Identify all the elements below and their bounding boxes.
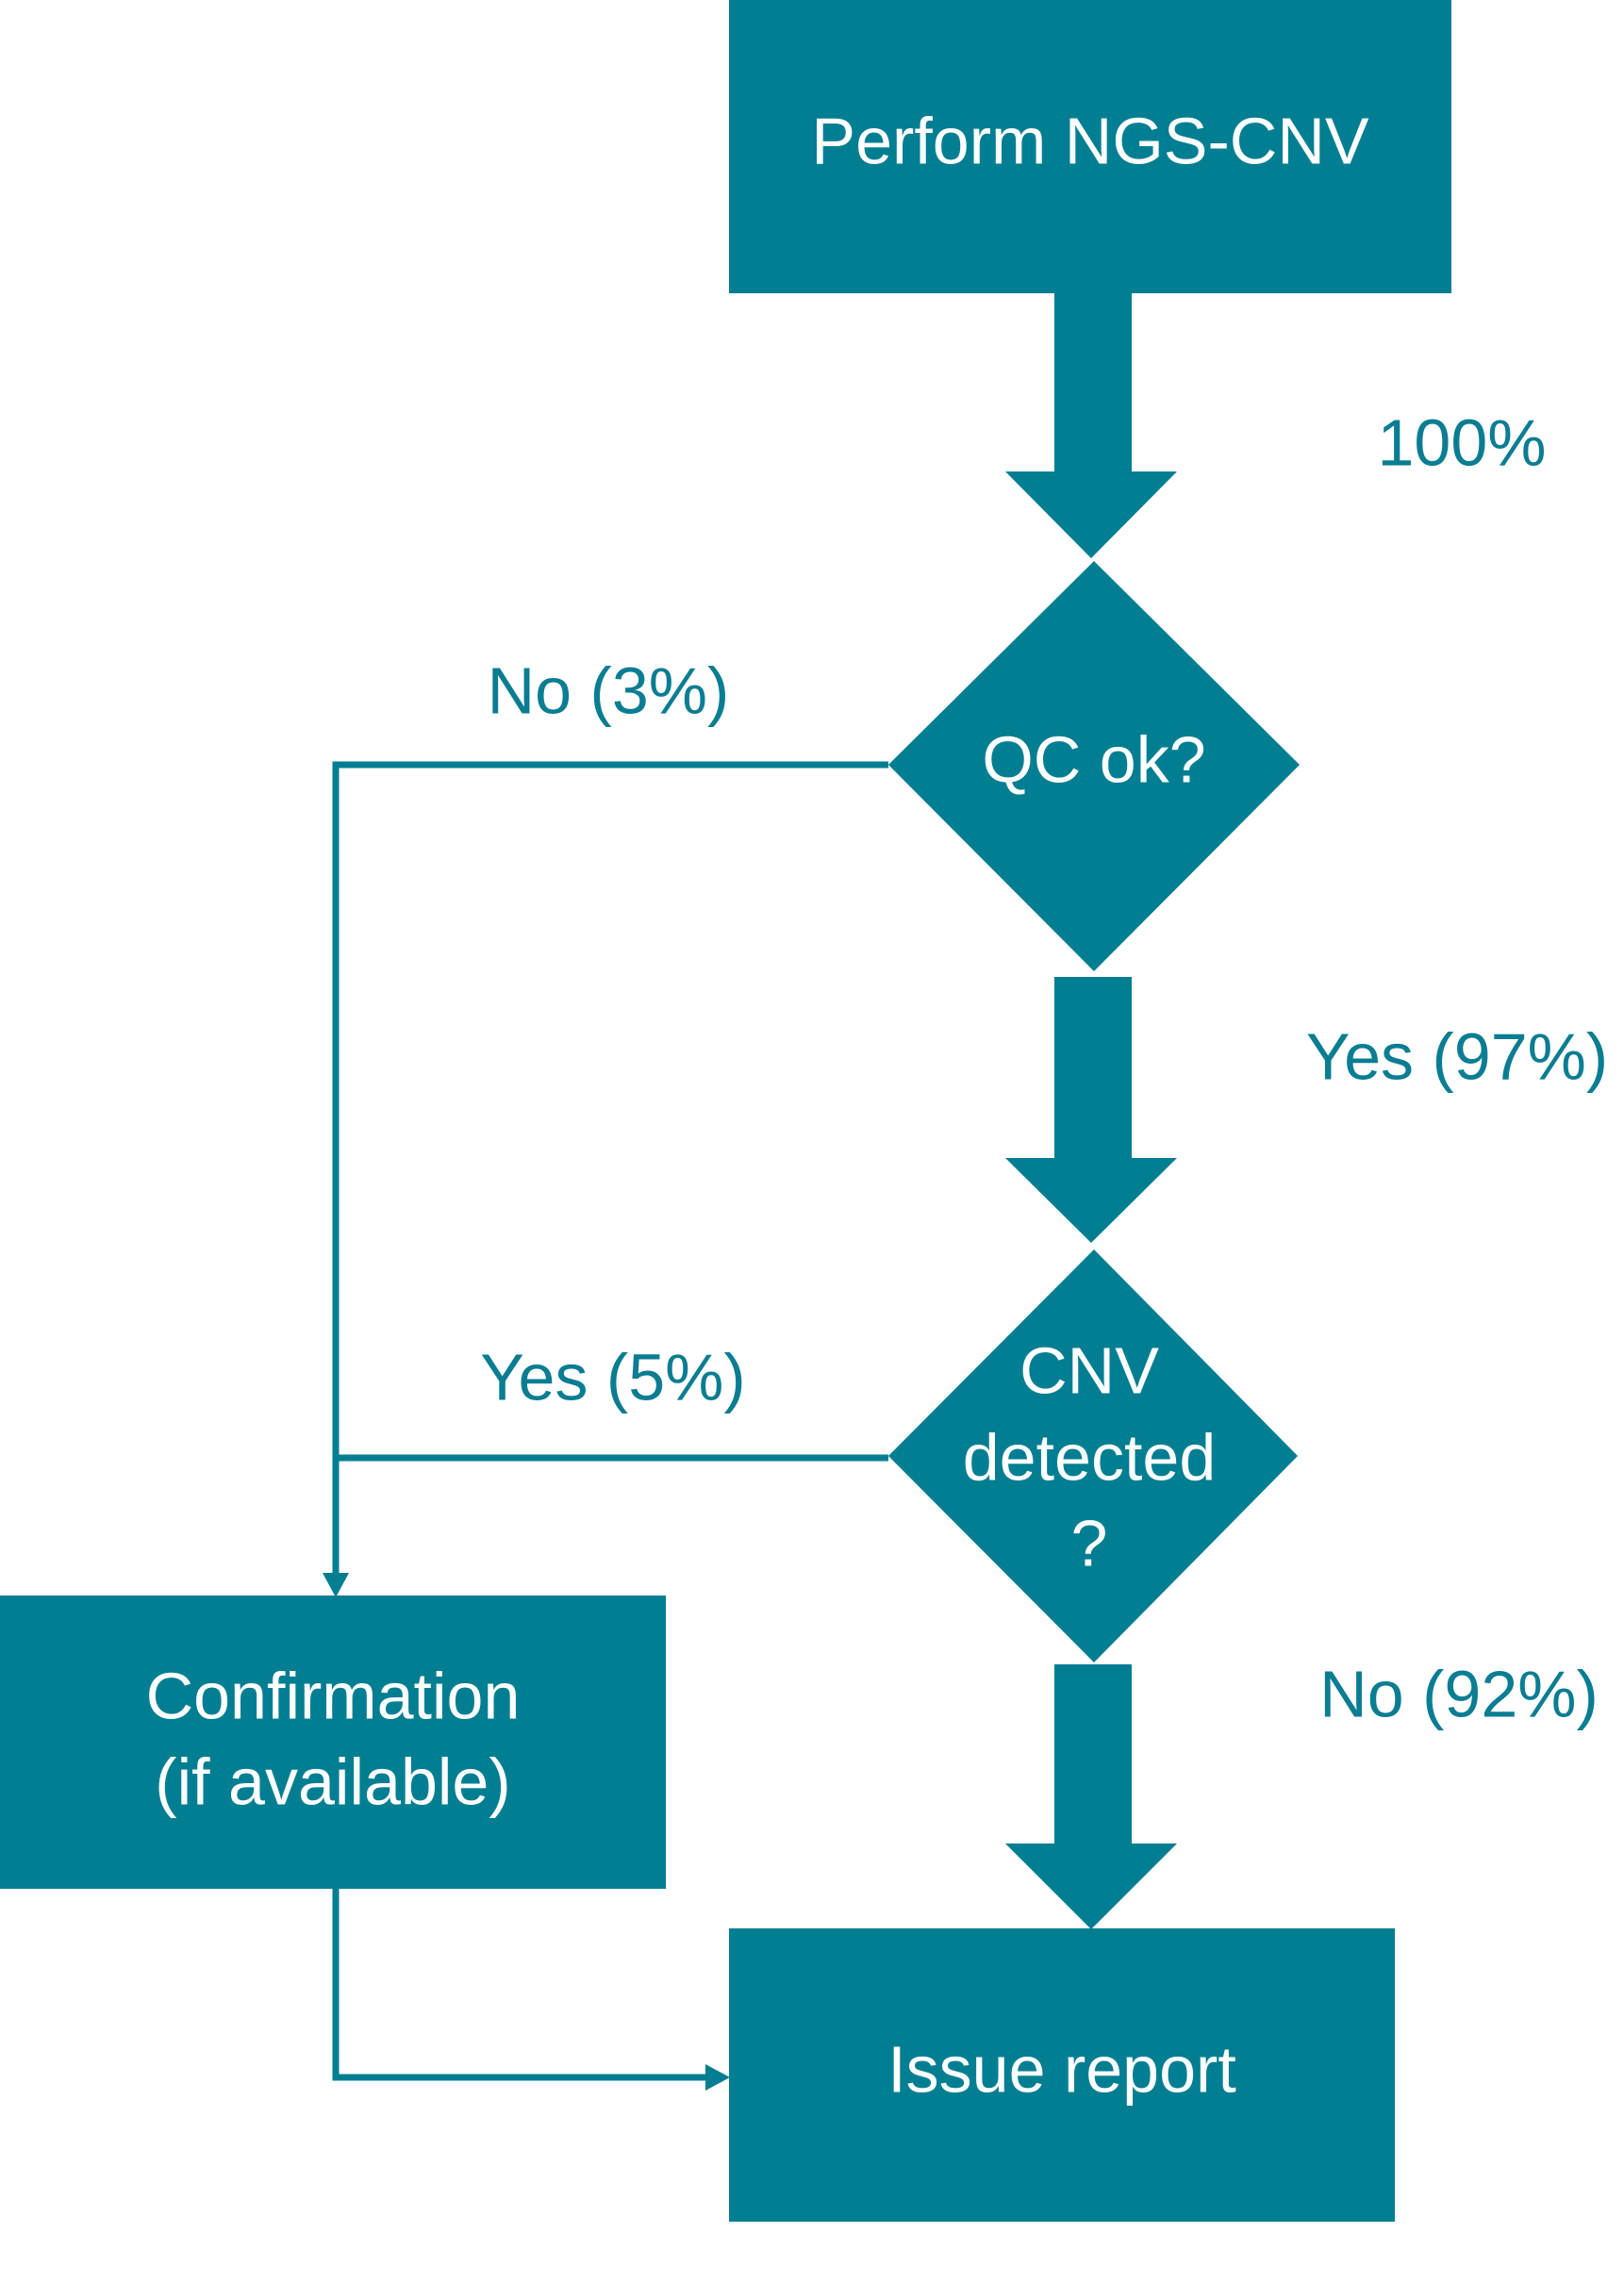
issue-report-box [729,1928,1395,2222]
edge-label-cnv-yes: Yes (5%) [480,1340,745,1414]
edge-label-qc-yes: Yes (97%) [1306,1019,1608,1093]
arrow-cnv-to-report [1005,1664,1177,1929]
arrowhead-to-confirmation [323,1573,349,1597]
cnv-label-line-3: ? [1071,1506,1108,1579]
cnv-label-line-2: detected [963,1420,1217,1494]
perform-ngs-cnv-label: Perform NGS-CNV [811,104,1368,177]
arrow-perform-to-qc [1005,293,1177,558]
edge-label-100: 100% [1377,405,1546,479]
qc-diamond [888,561,1300,971]
issue-report-label: Issue report [887,2032,1236,2106]
cnv-decision-node: CNV detected ? [888,1249,1298,1662]
perform-ngs-cnv-node: Perform NGS-CNV [729,0,1451,293]
edge-label-cnv-no: No (92%) [1319,1657,1599,1730]
arrow-qc-to-cnv [1005,977,1177,1243]
connector-confirmation-to-report [332,1889,709,2081]
cnv-diamond [888,1249,1298,1662]
confirmation-label-line-1: Confirmation [146,1659,521,1732]
issue-report-node: Issue report [729,1928,1395,2222]
qc-label: QC ok? [982,722,1205,796]
cnv-label-line-1: CNV [1019,1333,1159,1407]
edge-label-qc-no: No (3%) [488,653,730,727]
confirmation-node: Confirmation (if available) [0,1596,666,1889]
qc-decision-node: QC ok? [888,561,1300,971]
arrowhead-to-report [705,2064,730,2091]
confirmation-label-line-2: (if available) [155,1745,510,1818]
perform-ngs-cnv-box [729,0,1451,293]
confirmation-box [0,1596,666,1889]
connector-qc-no [332,761,888,1458]
